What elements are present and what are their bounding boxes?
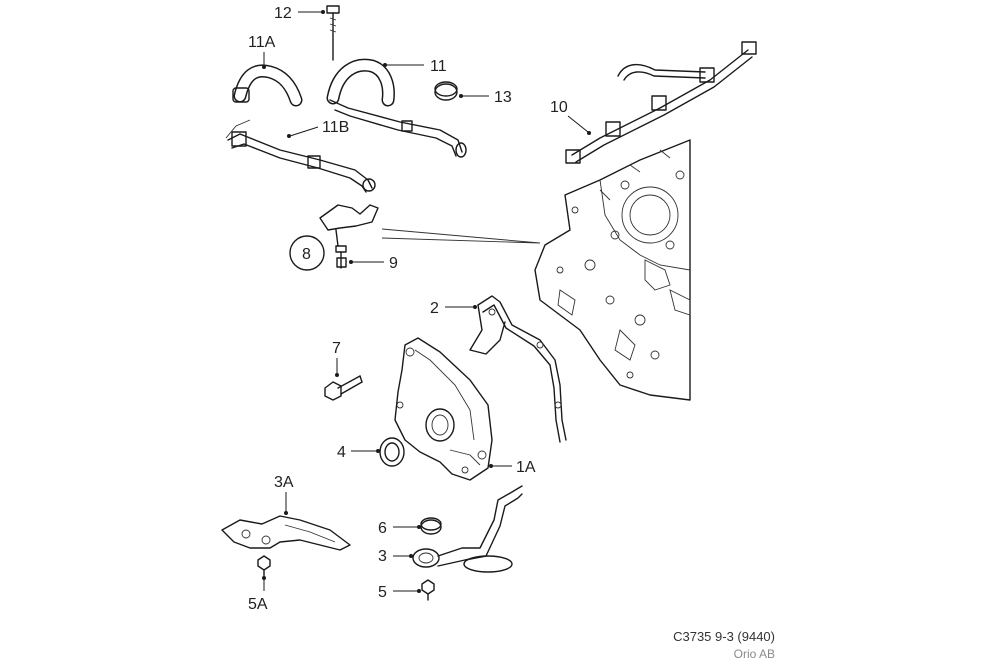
callout-11A: 11A — [248, 34, 276, 69]
bolt-12 — [326, 5, 340, 61]
gasket-2 — [469, 295, 567, 443]
company-name: Orio AB — [734, 647, 775, 661]
callout-label-13: 13 — [494, 89, 512, 106]
callout-label-9: 9 — [389, 255, 398, 272]
bolt-7 — [324, 375, 363, 401]
callout-circle-8 — [289, 235, 325, 271]
callout-11B: 11B — [287, 119, 349, 138]
bracket-3A — [221, 515, 351, 551]
timing-cover-1A — [394, 337, 493, 481]
callout-label-11: 11 — [430, 58, 447, 75]
sensor-8 — [289, 204, 379, 271]
callout-5: 5 — [378, 584, 421, 601]
callout-5A: 5A — [248, 576, 268, 613]
callout-label-4: 4 — [337, 444, 346, 461]
hose-11A — [232, 64, 303, 107]
callout-label-7: 7 — [332, 340, 341, 357]
callout-label-6: 6 — [378, 520, 387, 537]
callout-10: 10 — [550, 99, 591, 135]
callout-3A: 3A — [274, 474, 294, 515]
callout-label-2: 2 — [430, 300, 439, 317]
diagram-code: C3735 9-3 (9440) — [673, 629, 775, 644]
callout-8: 8 — [302, 246, 311, 263]
pointer-wedge — [381, 228, 541, 244]
callout-label-5A: 5A — [248, 596, 268, 613]
callout-2: 2 — [430, 300, 477, 317]
bolt-5A — [257, 555, 271, 578]
fuel-rail-10 — [565, 41, 757, 164]
oil-pickup-3 — [412, 485, 523, 573]
callout-6: 6 — [378, 520, 421, 537]
clamp-13 — [434, 81, 458, 101]
callout-9: 9 — [349, 255, 398, 272]
engine-block — [534, 139, 691, 401]
callout-11: 11 — [383, 58, 447, 75]
callout-label-1A: 1A — [516, 459, 536, 476]
callout-12: 12 — [274, 5, 325, 22]
callout-4: 4 — [337, 444, 380, 461]
callout-label-3A: 3A — [274, 474, 294, 491]
callout-1A: 1A — [489, 459, 536, 476]
callout-label-3: 3 — [378, 548, 387, 565]
callout-label-11B: 11B — [322, 119, 349, 136]
callout-13: 13 — [459, 89, 512, 106]
callout-label-8: 8 — [302, 246, 311, 263]
callout-3: 3 — [378, 548, 413, 565]
callout-label-5: 5 — [378, 584, 387, 601]
callout-label-12: 12 — [274, 5, 292, 22]
callout-7: 7 — [332, 340, 341, 377]
callout-label-10: 10 — [550, 99, 568, 116]
seal-4 — [379, 437, 405, 467]
cap-6 — [420, 517, 442, 535]
pipe-11B — [225, 119, 376, 193]
bolt-5 — [421, 579, 435, 601]
callout-label-11A: 11A — [248, 34, 276, 51]
bolt-9 — [335, 245, 347, 269]
hose-11 — [326, 58, 467, 158]
